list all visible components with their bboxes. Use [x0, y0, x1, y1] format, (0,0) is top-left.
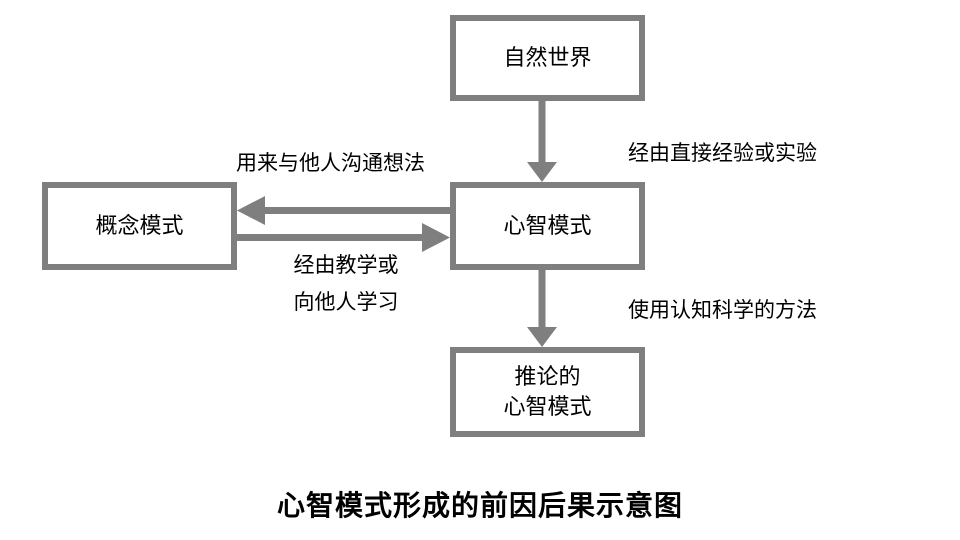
node-natural-world: 自然世界 — [450, 15, 645, 101]
node-natural-world-label: 自然世界 — [503, 45, 592, 71]
edge-label-teaching-line1: 经由教学或 — [293, 254, 399, 277]
edge-label-teaching-line2: 向他人学习 — [293, 290, 399, 314]
arrow-mental-to-inferred — [527, 268, 557, 347]
edge-label-communicate: 用来与他人沟通想法 — [236, 152, 425, 175]
node-inferred-line2: 心智模式 — [503, 394, 592, 419]
node-inferred-line1: 推论的 — [514, 364, 581, 390]
edge-label-direct-experience: 经由直接经验或实验 — [628, 142, 817, 165]
edge-label-teaching: 经由教学或 向他人学习 — [270, 248, 422, 322]
edge-label-cognitive-science: 使用认知科学的方法 — [628, 299, 817, 322]
node-inferred-mental-model: 推论的 心智模式 — [450, 347, 645, 437]
arrow-mental-to-concept — [237, 196, 450, 225]
node-conceptual-model: 概念模式 — [42, 182, 237, 270]
node-mental-model: 心智模式 — [450, 182, 645, 270]
diagram-title: 心智模式形成的前因后果示意图 — [276, 490, 683, 521]
arrow-natural-to-mental — [527, 100, 557, 182]
node-conceptual-model-label: 概念模式 — [95, 213, 184, 239]
node-mental-model-label: 心智模式 — [503, 213, 592, 239]
